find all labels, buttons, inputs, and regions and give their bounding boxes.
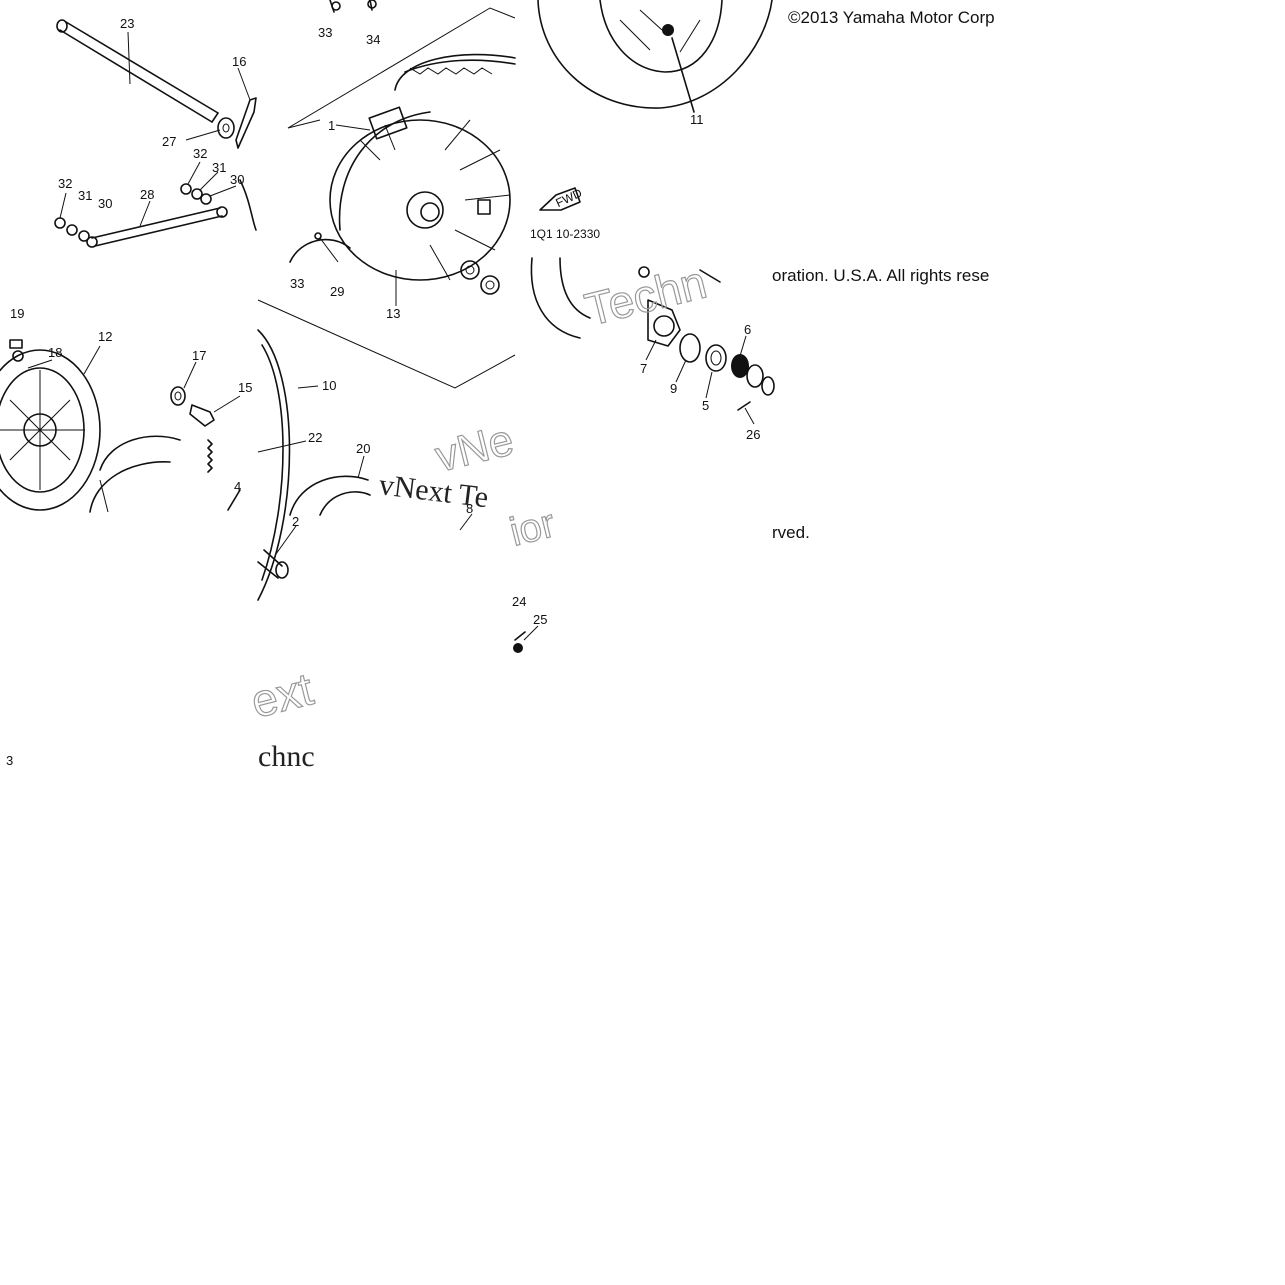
callout-16: 16	[232, 54, 246, 69]
tile-wheel	[537, 0, 773, 113]
callout-3: 3	[6, 753, 13, 768]
callout-25: 25	[533, 612, 547, 627]
callout-9: 9	[670, 381, 677, 396]
callout-8: 8	[466, 501, 473, 516]
callout-30: 30	[98, 196, 112, 211]
watermark-outline-2: ext	[246, 662, 318, 727]
watermark-serif-small: chnc	[258, 740, 315, 773]
brake-shoes	[99, 435, 181, 471]
callout-30: 30	[230, 172, 244, 187]
copyright-line-3: rved.	[772, 523, 810, 542]
callout-15: 15	[238, 380, 252, 395]
callout-5: 5	[702, 398, 709, 413]
callout-1: 1	[328, 118, 335, 133]
callout-26: 26	[746, 427, 760, 442]
brake-panel	[329, 119, 511, 281]
copyright-line-2: oration. U.S.A. All rights rese	[772, 266, 989, 285]
fwd-arrow-icon	[539, 187, 581, 211]
tile-axle-links	[54, 19, 257, 248]
valve-nut	[662, 24, 674, 36]
tile-brake-assembly	[257, 0, 516, 389]
watermark-outline-4: ior	[506, 501, 560, 554]
tire-profile	[257, 329, 291, 601]
cam-lever	[235, 97, 257, 149]
callout-6: 6	[744, 322, 751, 337]
callout-12: 12	[98, 329, 112, 344]
callout-28: 28	[140, 187, 154, 202]
tile-hub-parts	[530, 187, 775, 411]
callout-31: 31	[212, 160, 226, 175]
axle-spacer	[257, 549, 289, 579]
callout-27: 27	[162, 134, 176, 149]
watermark-serif-main: vNext Te	[377, 468, 490, 514]
callout-32: 32	[193, 146, 207, 161]
callout-17: 17	[192, 348, 206, 363]
return-spring	[207, 439, 213, 473]
hub	[406, 191, 444, 229]
callout-10: 10	[322, 378, 336, 393]
tile-brake-drum	[0, 339, 241, 513]
callout-18: 18	[48, 345, 62, 360]
bearing	[705, 344, 727, 372]
copyright-line-1: ©2013 Yamaha Motor Corp	[788, 8, 995, 27]
callout-4: 4	[234, 479, 241, 494]
brake-cable	[289, 238, 351, 263]
callout-20: 20	[356, 441, 370, 456]
tire-tread	[394, 53, 516, 91]
brake-drum	[0, 349, 101, 511]
watermark-outline-3: vNe	[431, 415, 519, 481]
hub-flange	[647, 299, 681, 347]
callout-33: 33	[290, 276, 304, 291]
callout-2: 2	[292, 514, 299, 529]
callout-labels: 23 16 27 32 31 30 32 31 30 28 33 34 1 11…	[6, 16, 760, 768]
callout-19: 19	[10, 306, 24, 321]
diagram-code: 1Q1 10-2330	[530, 227, 600, 241]
callout-29: 29	[330, 284, 344, 299]
o-ring	[679, 333, 701, 363]
callout-23: 23	[120, 16, 134, 31]
callout-24: 24	[512, 594, 526, 609]
tile-tire	[257, 329, 526, 653]
watermarks: vNext Te chnc Techn ext vNe ior	[245, 255, 712, 773]
callout-13: 13	[386, 306, 400, 321]
callout-22: 22	[308, 430, 322, 445]
callout-31: 31	[78, 188, 92, 203]
brake-cam	[189, 404, 215, 427]
callout-7: 7	[640, 361, 647, 376]
tension-bar	[86, 206, 228, 248]
callout-32: 32	[58, 176, 72, 191]
leader-lines	[27, 31, 755, 641]
callout-34: 34	[366, 32, 380, 47]
callout-33: 33	[318, 25, 332, 40]
washer	[217, 117, 235, 139]
brake-band	[289, 475, 369, 516]
callout-11: 11	[690, 112, 704, 127]
axle-shaft	[56, 19, 219, 123]
wheel-rim	[537, 0, 773, 109]
